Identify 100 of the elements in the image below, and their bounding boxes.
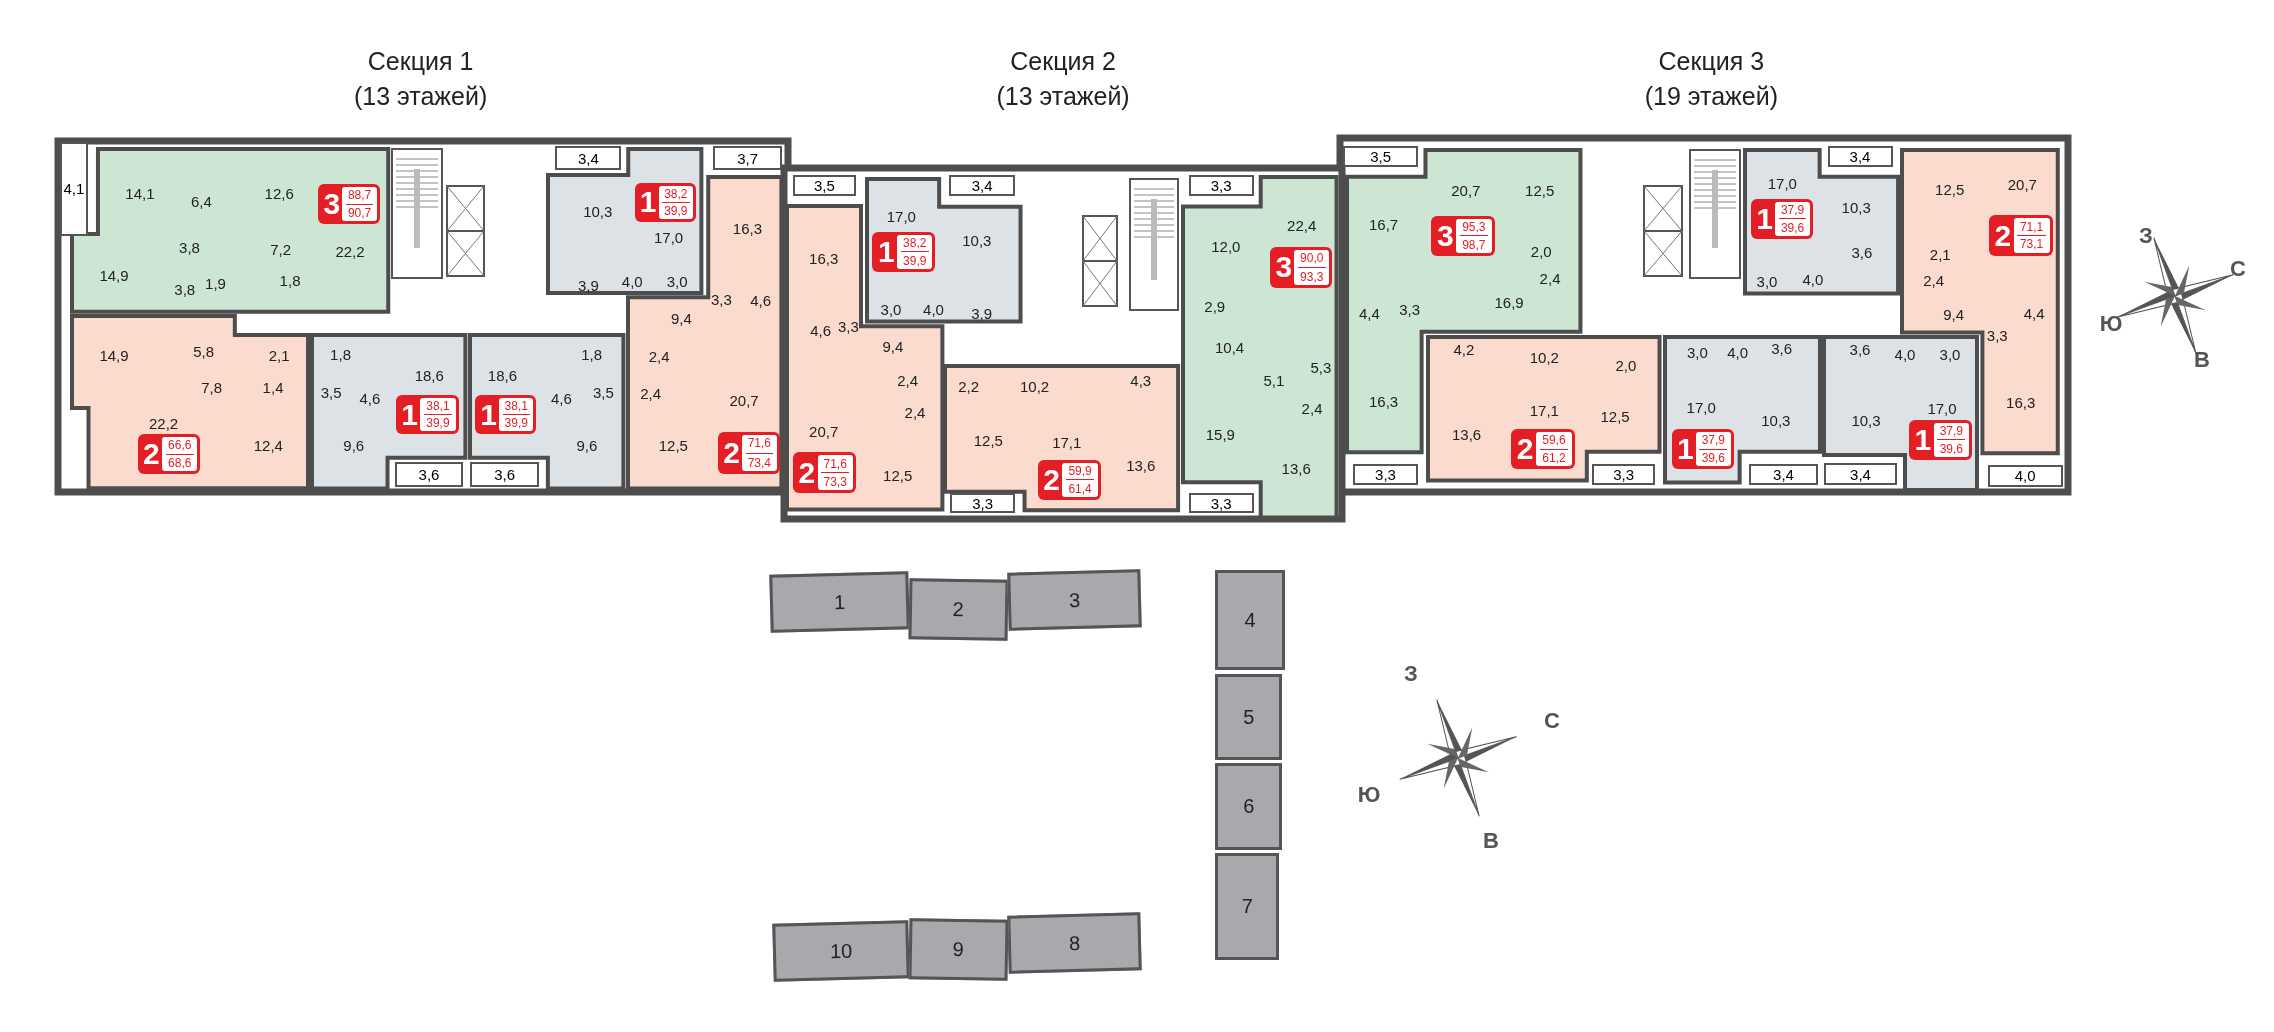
apartment-area-value: 93,3 — [1300, 270, 1324, 283]
apartment-plan — [866, 178, 1021, 322]
room-area-label: 10,3 — [1761, 412, 1791, 428]
room-count-label: 3 — [322, 187, 342, 222]
room-area-label: 12,5 — [1935, 181, 1965, 197]
apartment-area-value: 59,9 — [1068, 465, 1092, 477]
room-area-label: 13,6 — [1281, 460, 1311, 476]
room-area-label: 4,6 — [810, 322, 832, 338]
apartment-area-value: 90,7 — [347, 206, 372, 219]
balcony — [1827, 146, 1893, 168]
room-count-label: 2 — [722, 435, 741, 471]
apartment-area-value: 38,2 — [664, 188, 688, 200]
building-block — [1007, 911, 1143, 974]
apartment-area-value: 39,9 — [903, 254, 927, 267]
room-area-label: 17,1 — [1529, 402, 1559, 418]
apartment-badge — [137, 434, 201, 475]
room-area-label: 20,7 — [2007, 176, 2037, 192]
room-area-label: 18,6 — [487, 367, 518, 383]
building-number: 3 — [1068, 590, 1081, 611]
room-area-label: 4,4 — [2023, 305, 2045, 321]
compass-direction-letter: Ю — [2099, 313, 2123, 335]
apartment-badge — [1431, 216, 1495, 256]
room-area-label: 3,3 — [1399, 301, 1420, 317]
room-area-label: 3,9 — [577, 277, 599, 293]
balcony-area-label: 3,5 — [1370, 149, 1392, 165]
room-area-label: 10,3 — [1851, 412, 1881, 428]
room-area-label: 4,0 — [621, 273, 643, 289]
balcony — [713, 146, 782, 170]
room-area-label: 3,6 — [1771, 340, 1792, 356]
room-area-label: 9,4 — [1943, 306, 1965, 322]
room-area-label: 16,3 — [1368, 393, 1399, 409]
building-number: 5 — [1243, 707, 1255, 728]
room-count-label: 2 — [797, 455, 817, 491]
apartment-area-value: 98,7 — [1462, 238, 1486, 251]
compass-direction-letter: З — [2139, 225, 2153, 247]
building-block — [908, 918, 1009, 982]
room-area-label: 2,4 — [648, 348, 670, 364]
compass-direction-letter: Ю — [1357, 784, 1381, 806]
room-area-label: 3,0 — [1686, 344, 1708, 360]
room-area-label: 1,8 — [581, 346, 603, 362]
apartment-plan — [71, 316, 308, 489]
room-area-label: 3,6 — [1851, 244, 1873, 260]
apartment-area-value: 73,3 — [823, 475, 847, 488]
room-area-label: 4,6 — [359, 390, 381, 406]
building-block — [1215, 852, 1280, 961]
apartment-area-value: 71,1 — [2019, 220, 2044, 233]
room-count-label: 3 — [1274, 250, 1294, 285]
room-area-label: 17,0 — [886, 208, 916, 224]
room-area-label: 16,3 — [809, 250, 839, 266]
room-count-label: 1 — [400, 397, 419, 432]
room-area-label: 2,4 — [1301, 400, 1323, 416]
apartment-area-value: 39,6 — [1780, 221, 1805, 234]
balcony-area-label: 3,3 — [1210, 495, 1232, 511]
compass-direction-letter: С — [1544, 710, 1560, 732]
room-area-label: 5,1 — [1263, 372, 1285, 388]
room-area-label: 13,6 — [1126, 457, 1156, 473]
building-block — [772, 920, 911, 983]
apartment-area-value: 71,6 — [747, 437, 771, 450]
floor-count-label: (13 этажей) — [996, 83, 1130, 109]
room-count-label: 2 — [142, 437, 161, 472]
room-area-label: 3,8 — [174, 281, 196, 297]
room-area-label: 7,2 — [270, 241, 292, 257]
room-area-label: 12,4 — [253, 437, 283, 453]
room-count-label: 2 — [1993, 218, 2013, 253]
balcony — [1188, 493, 1254, 514]
balcony — [59, 141, 89, 236]
apartment-area-value: 73,1 — [2019, 238, 2044, 251]
apartment-area-value: 59,6 — [1542, 434, 1566, 447]
room-area-label: 2,4 — [640, 385, 662, 401]
balcony — [1749, 463, 1818, 485]
room-area-label: 16,7 — [1368, 216, 1399, 232]
room-area-label: 9,4 — [882, 338, 904, 354]
apartment-area-value: 95,3 — [1462, 221, 1486, 234]
building-number: 7 — [1241, 896, 1253, 917]
balcony — [950, 493, 1015, 514]
apartment-badge — [395, 394, 459, 435]
room-area-label: 22,4 — [1287, 217, 1317, 233]
room-area-label: 2,4 — [1539, 270, 1561, 286]
apartment-badge — [1750, 198, 1813, 240]
room-area-label: 4,0 — [1802, 271, 1824, 287]
apartment-area-value: 39,9 — [504, 417, 528, 430]
balcony — [1343, 146, 1418, 168]
room-count-label: 1 — [638, 186, 658, 219]
building-block — [1215, 762, 1283, 850]
room-area-label: 22,2 — [148, 415, 179, 431]
room-area-label: 4,2 — [1453, 341, 1475, 357]
apartment-badge — [792, 452, 856, 494]
room-area-label: 2,0 — [1530, 243, 1552, 259]
room-area-label: 7,8 — [201, 379, 223, 395]
apartment-plan — [312, 335, 466, 489]
apartment-badge — [1671, 429, 1734, 470]
apartment-badge — [1270, 247, 1332, 288]
building-number: 2 — [952, 599, 965, 620]
room-area-label: 3,0 — [1756, 273, 1778, 289]
balcony-area-label: 3,3 — [1210, 177, 1232, 193]
room-area-label: 4,6 — [750, 292, 772, 308]
room-area-label: 12,6 — [264, 185, 294, 201]
room-area-label: 3,9 — [971, 305, 993, 321]
room-count-label: 1 — [1755, 201, 1774, 237]
apartment-area-value: 68,6 — [168, 457, 192, 470]
